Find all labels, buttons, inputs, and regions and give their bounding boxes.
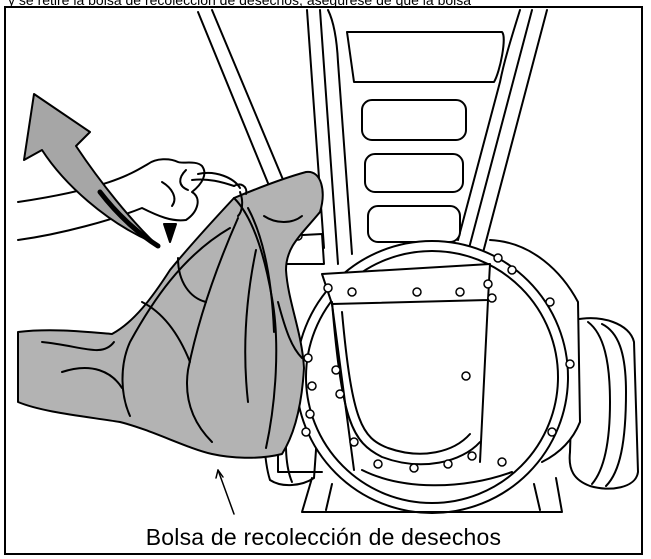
debris-collection-bag bbox=[17, 170, 324, 459]
caption-leader-line bbox=[217, 469, 235, 515]
cut-off-header-line: y se retire la bolsa de recolección de d… bbox=[8, 0, 472, 8]
right-wheel bbox=[568, 317, 639, 490]
illustration-frame: Bolsa de recolección de desechos bbox=[4, 6, 643, 555]
bagger-illustration bbox=[17, 9, 639, 515]
housing-bolts bbox=[285, 231, 575, 473]
housing bbox=[277, 233, 581, 514]
bag-caption: Bolsa de recolección de desechos bbox=[145, 524, 502, 550]
cut-off-header-text: y se retire la bolsa de recolección de d… bbox=[0, 0, 651, 12]
lift-arrow bbox=[23, 93, 177, 249]
